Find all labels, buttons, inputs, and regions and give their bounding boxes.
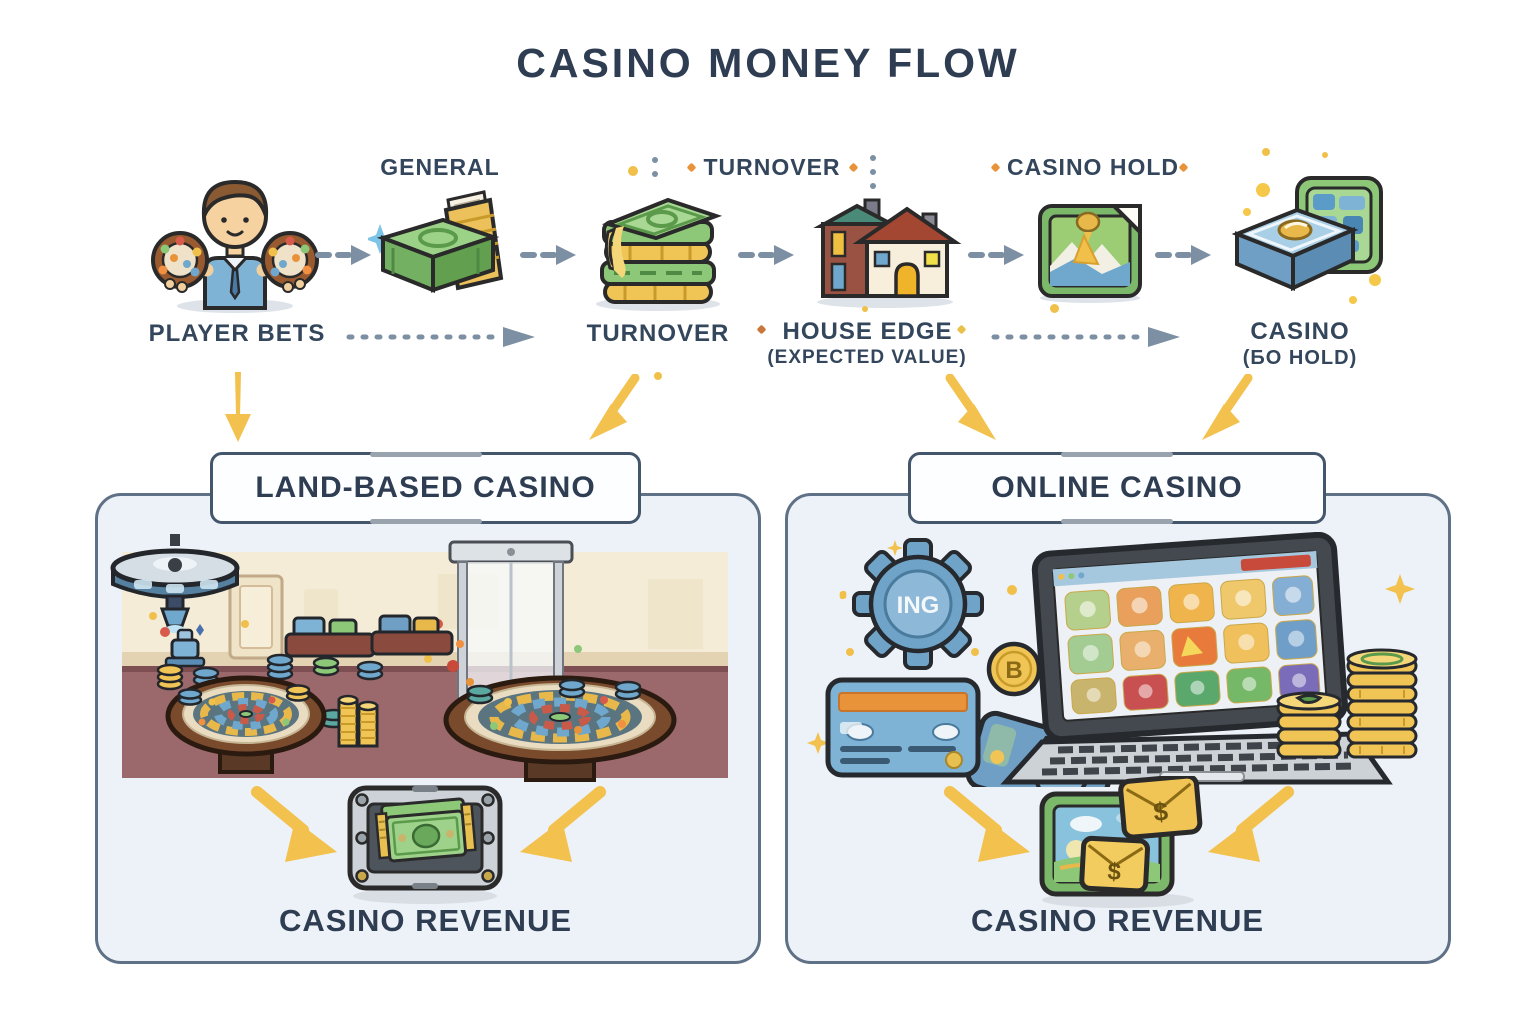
- flow-arrow-3: [738, 244, 796, 266]
- bills-and-coins-stack-icon: [580, 170, 735, 312]
- yellow-arrow-playerbets-down: [222, 372, 254, 444]
- dotted-arrow-houseedge-to-casino: [990, 325, 1185, 349]
- coin-symbol: B: [1005, 657, 1022, 684]
- land-casino-revenue-label: CASINO REVENUE: [278, 903, 573, 938]
- label-house-edge: HOUSE EDGE: [782, 318, 953, 345]
- flow-arrow-1: [315, 244, 373, 266]
- land-header-text: LAND-BASED CASINO: [255, 471, 596, 504]
- online-casino-header: ONLINE CASINO: [908, 452, 1326, 524]
- wallet-envelopes-icon: $ $: [1028, 776, 1208, 909]
- flow-arrow-4: [968, 244, 1026, 266]
- house-icon: [805, 196, 965, 308]
- yellow-arrow-casino-down: [1188, 374, 1258, 446]
- land-casino-scene-illustration: [108, 534, 742, 784]
- label-casino-hold: CASINO HOLD: [1007, 154, 1179, 180]
- envelope-dollar-2: $: [1107, 858, 1122, 886]
- page-title: CASINO MONEY FLOW: [516, 40, 1020, 86]
- online-casino-revenue-label: CASINO REVENUE: [970, 903, 1265, 938]
- label-casino-result: CASINO: [1250, 318, 1350, 345]
- dotted-arrow-player-to-turnover: [345, 325, 540, 349]
- gear-text: ING: [897, 592, 940, 619]
- cash-drop-box-icon: [338, 780, 513, 905]
- yellow-arrow-land-right: [512, 782, 612, 867]
- yellow-arrow-online-right: [1200, 782, 1300, 867]
- label-turnover: TURNOVER: [586, 320, 730, 347]
- label-general: GENERAL: [380, 154, 500, 180]
- label-turnover-top: TURNOVER: [703, 154, 841, 180]
- flow-arrow-2: [520, 244, 578, 266]
- label-casino-result-sub: (БО HOLD): [1242, 347, 1358, 369]
- label-house-edge-sub: (EXPECTED VALUE): [767, 347, 967, 368]
- chip-tray-icon: [1225, 172, 1387, 310]
- picture-card-icon: [1032, 192, 1148, 304]
- player-with-chips-icon: [150, 158, 320, 313]
- flow-arrow-5: [1155, 244, 1213, 266]
- label-player-bets: PLAYER BETS: [148, 320, 326, 347]
- yellow-arrow-online-left: [938, 782, 1038, 867]
- yellow-arrow-houseedge-down: [940, 374, 1010, 446]
- online-header-text: ONLINE CASINO: [991, 471, 1243, 504]
- online-casino-scene-illustration: ING B: [800, 532, 1430, 787]
- yellow-arrow-turnover-down: [575, 374, 645, 446]
- land-based-casino-header: LAND-BASED CASINO: [210, 452, 641, 524]
- yellow-arrow-land-left: [245, 782, 345, 867]
- cash-stack-icon: [368, 180, 513, 312]
- envelope-dollar-1: $: [1152, 796, 1170, 827]
